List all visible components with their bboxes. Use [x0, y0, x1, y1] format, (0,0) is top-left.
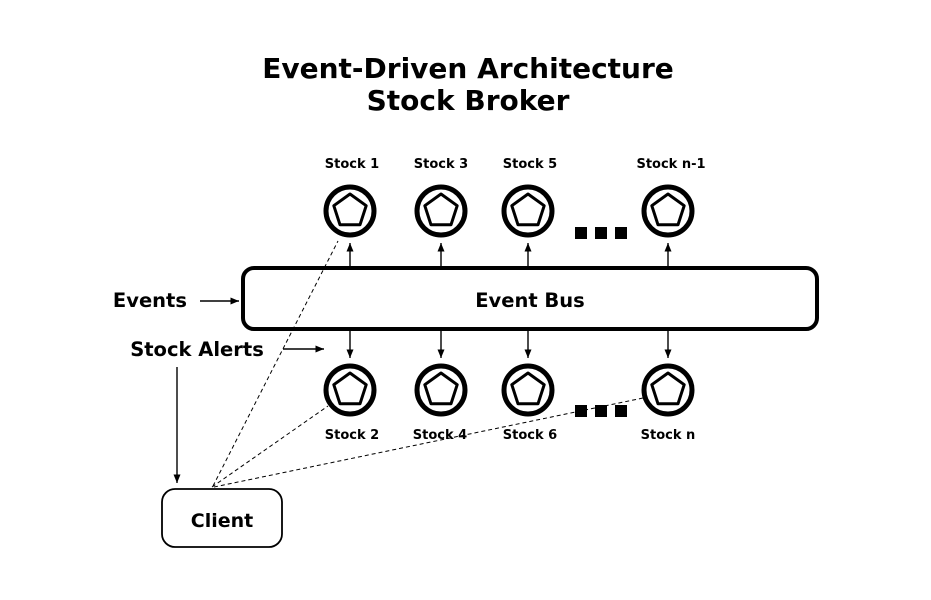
ellipsis-bottom-icon — [575, 405, 627, 417]
stock-label-bottom-4: Stock n — [641, 428, 696, 443]
ellipsis-dot — [575, 227, 587, 239]
ellipsis-dot — [615, 405, 627, 417]
stock-label-top-2: Stock 3 — [414, 157, 468, 172]
stock-node-bottom-2 — [414, 363, 468, 417]
client-to-stock2-dashed-line — [211, 405, 329, 488]
client-to-stock1-dashed-line — [212, 240, 339, 487]
diagram-title-line2: Stock Broker — [367, 84, 570, 117]
ellipsis-dot — [595, 405, 607, 417]
stock-label-top-3: Stock 5 — [503, 157, 557, 172]
event-bus-label: Event Bus — [475, 289, 585, 312]
stock-node-bottom-4 — [641, 363, 695, 417]
stock-node-top-4 — [641, 184, 695, 238]
ellipsis-dot — [595, 227, 607, 239]
stock-node-top-2 — [414, 184, 468, 238]
client-label: Client — [191, 510, 253, 532]
events-label: Events — [113, 289, 187, 312]
stock-label-bottom-2: Stock 4 — [413, 428, 467, 443]
pentagon-icon — [423, 192, 459, 227]
stock-label-top-1: Stock 1 — [325, 157, 379, 172]
pentagon-icon — [650, 371, 686, 406]
stock-alerts-label: Stock Alerts — [130, 338, 264, 361]
stock-label-top-4: Stock n-1 — [636, 157, 705, 172]
client-to-stockn-dashed-line — [213, 397, 644, 488]
stock-node-top-3 — [501, 184, 555, 238]
ellipsis-top-icon — [575, 227, 627, 239]
diagram-title-line1: Event-Driven Architecture — [262, 52, 674, 85]
stock-node-top-1 — [323, 184, 377, 238]
stock-node-bottom-3 — [501, 363, 555, 417]
stock-node-bottom-1 — [323, 363, 377, 417]
pentagon-icon — [332, 371, 368, 406]
pentagon-icon — [650, 192, 686, 227]
pentagon-icon — [423, 371, 459, 406]
pentagon-icon — [510, 371, 546, 406]
event-bus-box — [241, 266, 819, 331]
client-box — [161, 488, 283, 548]
stock-label-bottom-3: Stock 6 — [503, 428, 557, 443]
pentagon-icon — [510, 192, 546, 227]
pentagon-icon — [332, 192, 368, 227]
stock-label-bottom-1: Stock 2 — [325, 428, 379, 443]
ellipsis-dot — [615, 227, 627, 239]
